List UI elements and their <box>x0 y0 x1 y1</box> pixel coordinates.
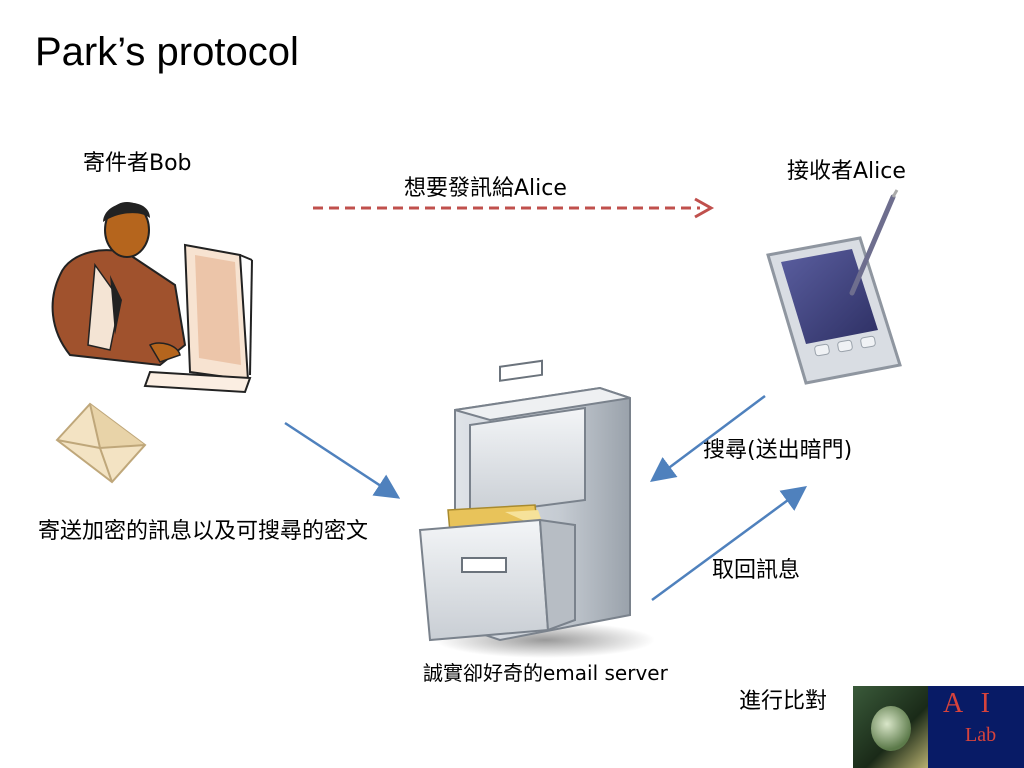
ai-lab-logo: A I Lab <box>853 686 1024 768</box>
receiver-label: 接收者Alice <box>787 159 906 184</box>
logo-text-lab: Lab <box>965 724 997 746</box>
pda-device-icon <box>766 189 902 385</box>
sender-label: 寄件者Bob <box>83 151 192 176</box>
intent-arrow <box>313 197 715 219</box>
envelope-icon <box>55 402 147 484</box>
logo-text-ai: A I <box>943 688 996 719</box>
server-label: 誠實卻好奇的email server <box>423 661 668 685</box>
intent-label: 想要發訊給Alice <box>404 176 567 201</box>
search-trapdoor-label: 搜尋(送出暗門) <box>703 438 853 463</box>
retrieve-message-label: 取回訊息 <box>712 558 801 583</box>
send-encrypted-label: 寄送加密的訊息以及可搜尋的密文 <box>38 519 369 544</box>
file-cabinet-server-icon <box>418 359 655 658</box>
bob-computer-icon <box>51 202 253 394</box>
slide-title: Park’s protocol <box>35 30 299 74</box>
compare-label: 進行比對 <box>739 689 828 714</box>
send-arrow <box>284 421 401 499</box>
retrieve-arrow <box>651 486 808 602</box>
search-arrow <box>649 394 766 482</box>
